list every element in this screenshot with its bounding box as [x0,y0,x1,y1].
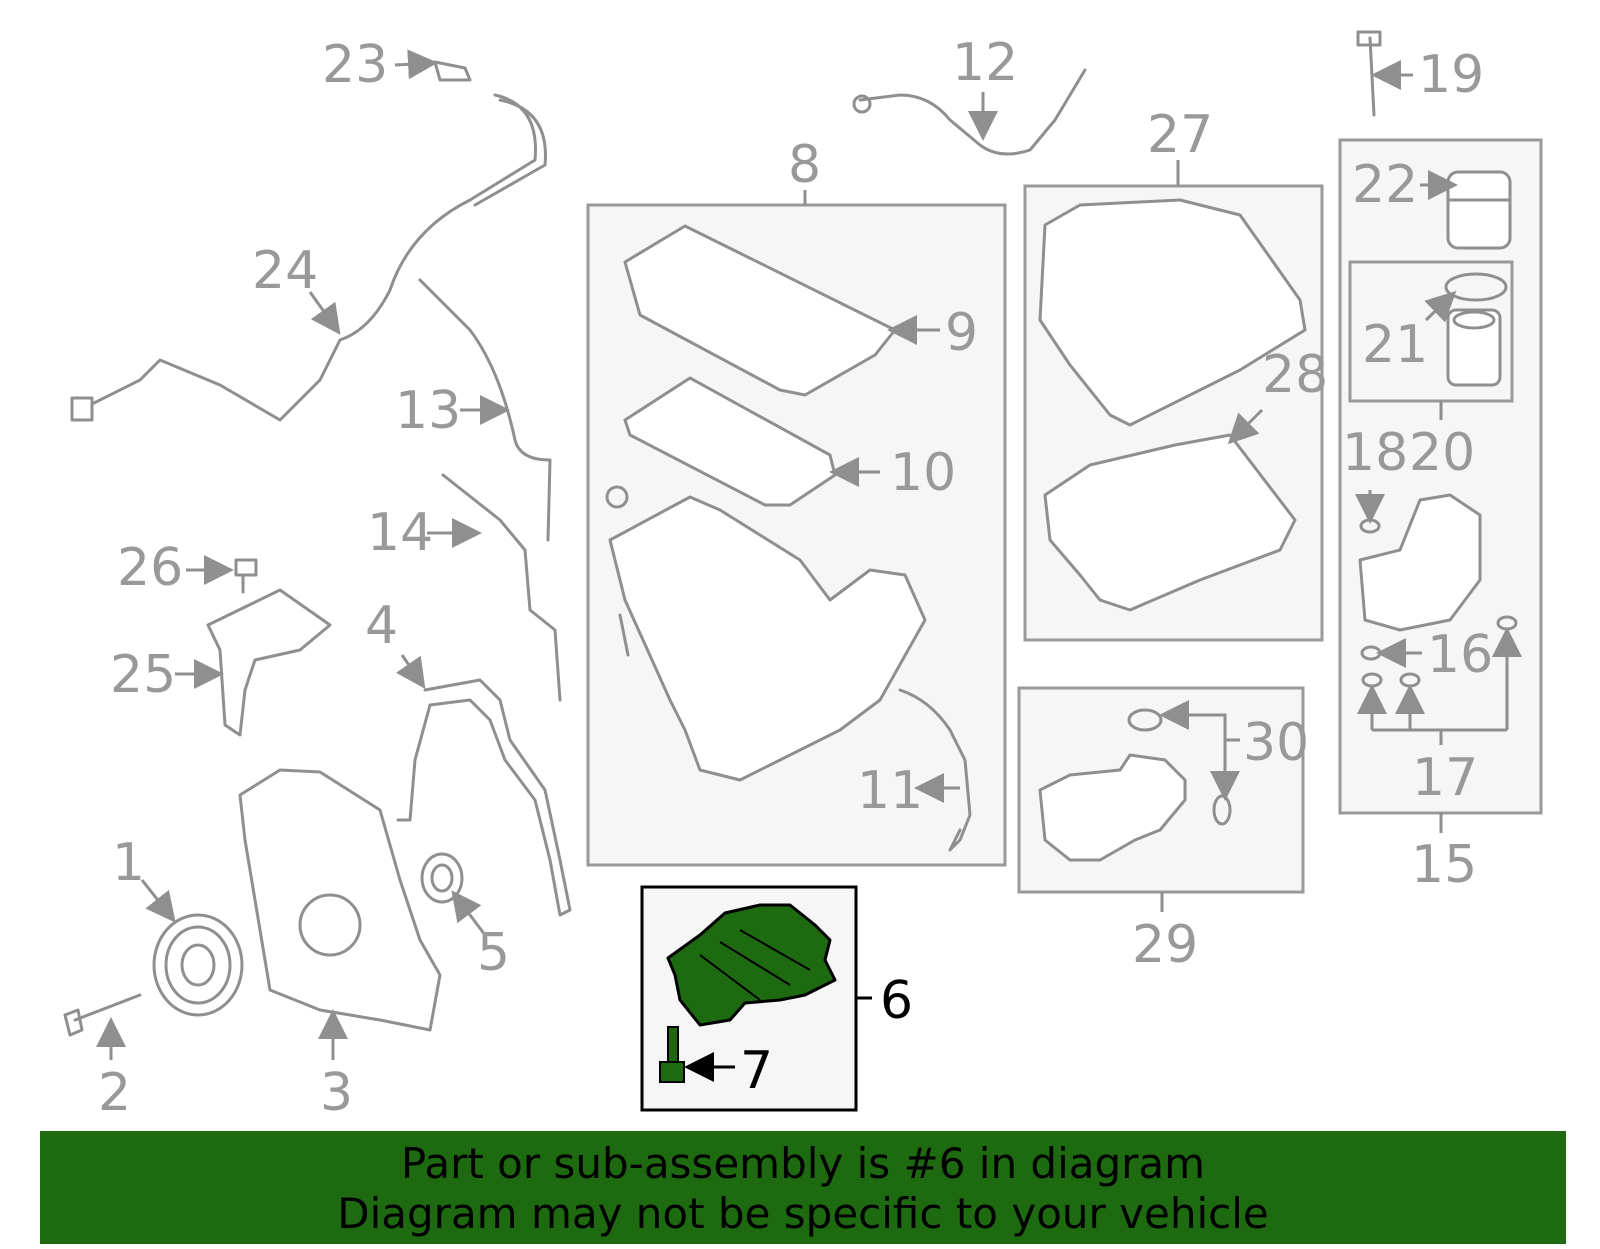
gasket-part-4[interactable] [396,678,572,917]
callout-5: 5 [477,923,510,983]
seal-part-5[interactable] [420,852,464,904]
wire-harness-part-24[interactable] [70,93,547,422]
pickup-tube-part-11[interactable] [898,688,972,852]
oil-pan-lower-part-6[interactable] [666,903,837,1027]
callout-28: 28 [1262,345,1328,405]
callout-29: 29 [1132,915,1198,975]
bracket-part-25[interactable] [206,588,332,737]
timing-cover-part-3[interactable] [238,768,442,1032]
callout-23: 23 [322,35,388,95]
oring-part-20[interactable] [1444,272,1508,302]
callout-24: 24 [252,241,318,301]
thermostat-housing-part-29[interactable] [1038,753,1187,862]
callout-30: 30 [1243,713,1309,773]
callout-2: 2 [98,1063,131,1123]
bolt-part-2[interactable] [63,993,142,1037]
callout-26: 26 [117,538,183,598]
valve-cover-part-27[interactable] [1038,198,1307,427]
callout-15: 15 [1411,835,1477,895]
callout-11: 11 [857,761,923,821]
callout-4: 4 [365,596,398,656]
callout-6-highlighted: 6 [880,971,913,1031]
guide-part-14[interactable] [441,473,562,702]
callout-9: 9 [945,303,978,363]
callout-8: 8 [788,135,821,195]
callout-16: 16 [1427,625,1493,685]
callout-21: 21 [1362,315,1428,375]
pulley-part-1[interactable] [152,913,244,1017]
callout-20: 20 [1409,423,1475,483]
banner-line-1: Part or sub-assembly is #6 in diagram [400,1139,1206,1188]
filter-element-part-21[interactable] [1446,308,1502,387]
callout-17: 17 [1412,748,1478,808]
callout-25: 25 [110,645,176,705]
callout-3: 3 [320,1063,353,1123]
callout-13: 13 [395,381,461,441]
info-banner: Part or sub-assembly is #6 in diagram Di… [40,1131,1566,1244]
callout-1: 1 [112,833,145,893]
banner-line-2: Diagram may not be specific to your vehi… [337,1189,1269,1238]
bolt-part-7[interactable] [659,1026,685,1083]
baffle-part-10[interactable] [623,376,837,507]
filter-housing-part-18[interactable] [1358,493,1482,632]
bolt-part-19[interactable] [1356,30,1382,117]
callout-14: 14 [367,503,433,563]
callout-10: 10 [890,443,956,503]
gasket-part-9[interactable] [623,224,897,397]
sensor-part-23[interactable] [433,60,472,82]
callout-12: 12 [952,33,1018,93]
harness-part-12[interactable] [852,68,1087,156]
callout-22: 22 [1352,155,1418,215]
oil-pan-part-8[interactable] [608,495,927,782]
callout-18: 18 [1342,423,1408,483]
callout-7: 7 [740,1041,773,1101]
callout-19: 19 [1418,45,1484,105]
callout-27: 27 [1147,105,1213,165]
dipstick-tube-part-13[interactable] [418,278,552,542]
oil-filter-cap-part-22[interactable] [1446,170,1512,250]
bolt-part-26[interactable] [234,558,258,594]
gasket-part-28[interactable] [1043,433,1297,612]
